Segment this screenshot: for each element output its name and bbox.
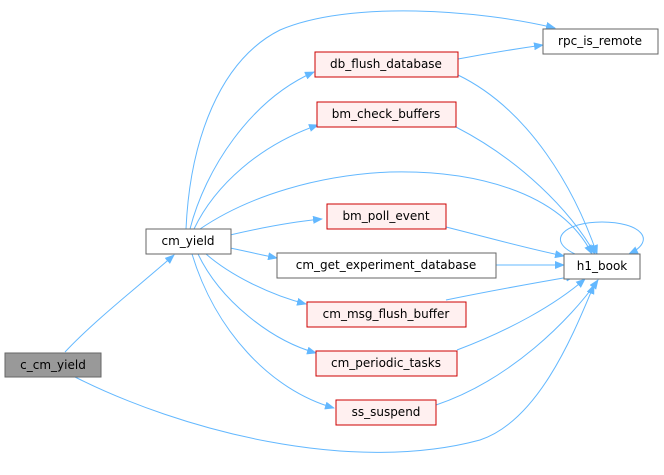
node-bm_check_buffers[interactable]: bm_check_buffers <box>316 101 457 128</box>
node-cm_get_experiment_database[interactable]: cm_get_experiment_database <box>276 252 497 279</box>
edge-cm_yield-to-h1_book <box>199 171 593 255</box>
edge-bm_check_buffers-to-h1_book <box>455 126 596 255</box>
edge-cm_yield-to-cm_msg_flush_buffer <box>205 253 307 306</box>
svg-text:c_cm_yield: c_cm_yield <box>20 358 86 372</box>
edge-cm_yield-to-bm_check_buffers <box>193 124 319 230</box>
node-db_flush_database[interactable]: db_flush_database <box>314 51 459 78</box>
svg-text:bm_poll_event: bm_poll_event <box>342 209 429 223</box>
edge-cm_yield-to-cm_periodic_tasks <box>197 253 317 355</box>
svg-text:cm_msg_flush_buffer: cm_msg_flush_buffer <box>323 307 450 321</box>
node-c_cm_yield[interactable]: c_cm_yield <box>4 352 102 378</box>
edge-cm_msg_flush_buffer-to-h1_book <box>445 273 576 301</box>
edge-ss_suspend-to-h1_book <box>435 279 599 406</box>
svg-text:cm_yield: cm_yield <box>161 234 214 248</box>
node-rpc_is_remote[interactable]: rpc_is_remote <box>542 28 659 55</box>
edge-bm_poll_event-to-h1_book <box>445 226 565 259</box>
edge-cm_yield-to-rpc_is_remote <box>185 10 556 230</box>
node-h1_book[interactable]: h1_book <box>563 253 641 280</box>
node-cm_periodic_tasks[interactable]: cm_periodic_tasks <box>315 350 458 377</box>
node-cm_yield[interactable]: cm_yield <box>145 228 232 255</box>
edge-cm_yield-to-ss_suspend <box>191 253 335 410</box>
edge-cm_yield-to-db_flush_database <box>189 71 315 230</box>
edge-db_flush_database-to-rpc_is_remote <box>457 42 544 60</box>
svg-text:db_flush_database: db_flush_database <box>330 57 442 71</box>
svg-text:bm_check_buffers: bm_check_buffers <box>332 107 441 121</box>
edge-cm_yield-to-cm_get_experiment_database <box>229 247 278 261</box>
edge-c_cm_yield-to-h1_book <box>74 284 595 453</box>
node-ss_suspend[interactable]: ss_suspend <box>335 399 437 426</box>
edge-db_flush_database-to-h1_book <box>457 74 598 255</box>
edge-c_cm_yield-to-cm_yield <box>64 254 175 353</box>
node-bm_poll_event[interactable]: bm_poll_event <box>326 203 447 230</box>
svg-text:h1_book: h1_book <box>577 259 628 273</box>
svg-text:cm_periodic_tasks: cm_periodic_tasks <box>331 356 441 370</box>
edge-h1_book-to-h1_book <box>560 221 644 255</box>
edge-cm_periodic_tasks-to-h1_book <box>456 278 586 351</box>
svg-text:rpc_is_remote: rpc_is_remote <box>558 34 642 48</box>
svg-text:ss_suspend: ss_suspend <box>352 405 421 419</box>
node-cm_msg_flush_buffer[interactable]: cm_msg_flush_buffer <box>306 301 467 328</box>
edge-cm_yield-to-bm_poll_event <box>229 215 323 236</box>
svg-text:cm_get_experiment_database: cm_get_experiment_database <box>296 258 477 272</box>
